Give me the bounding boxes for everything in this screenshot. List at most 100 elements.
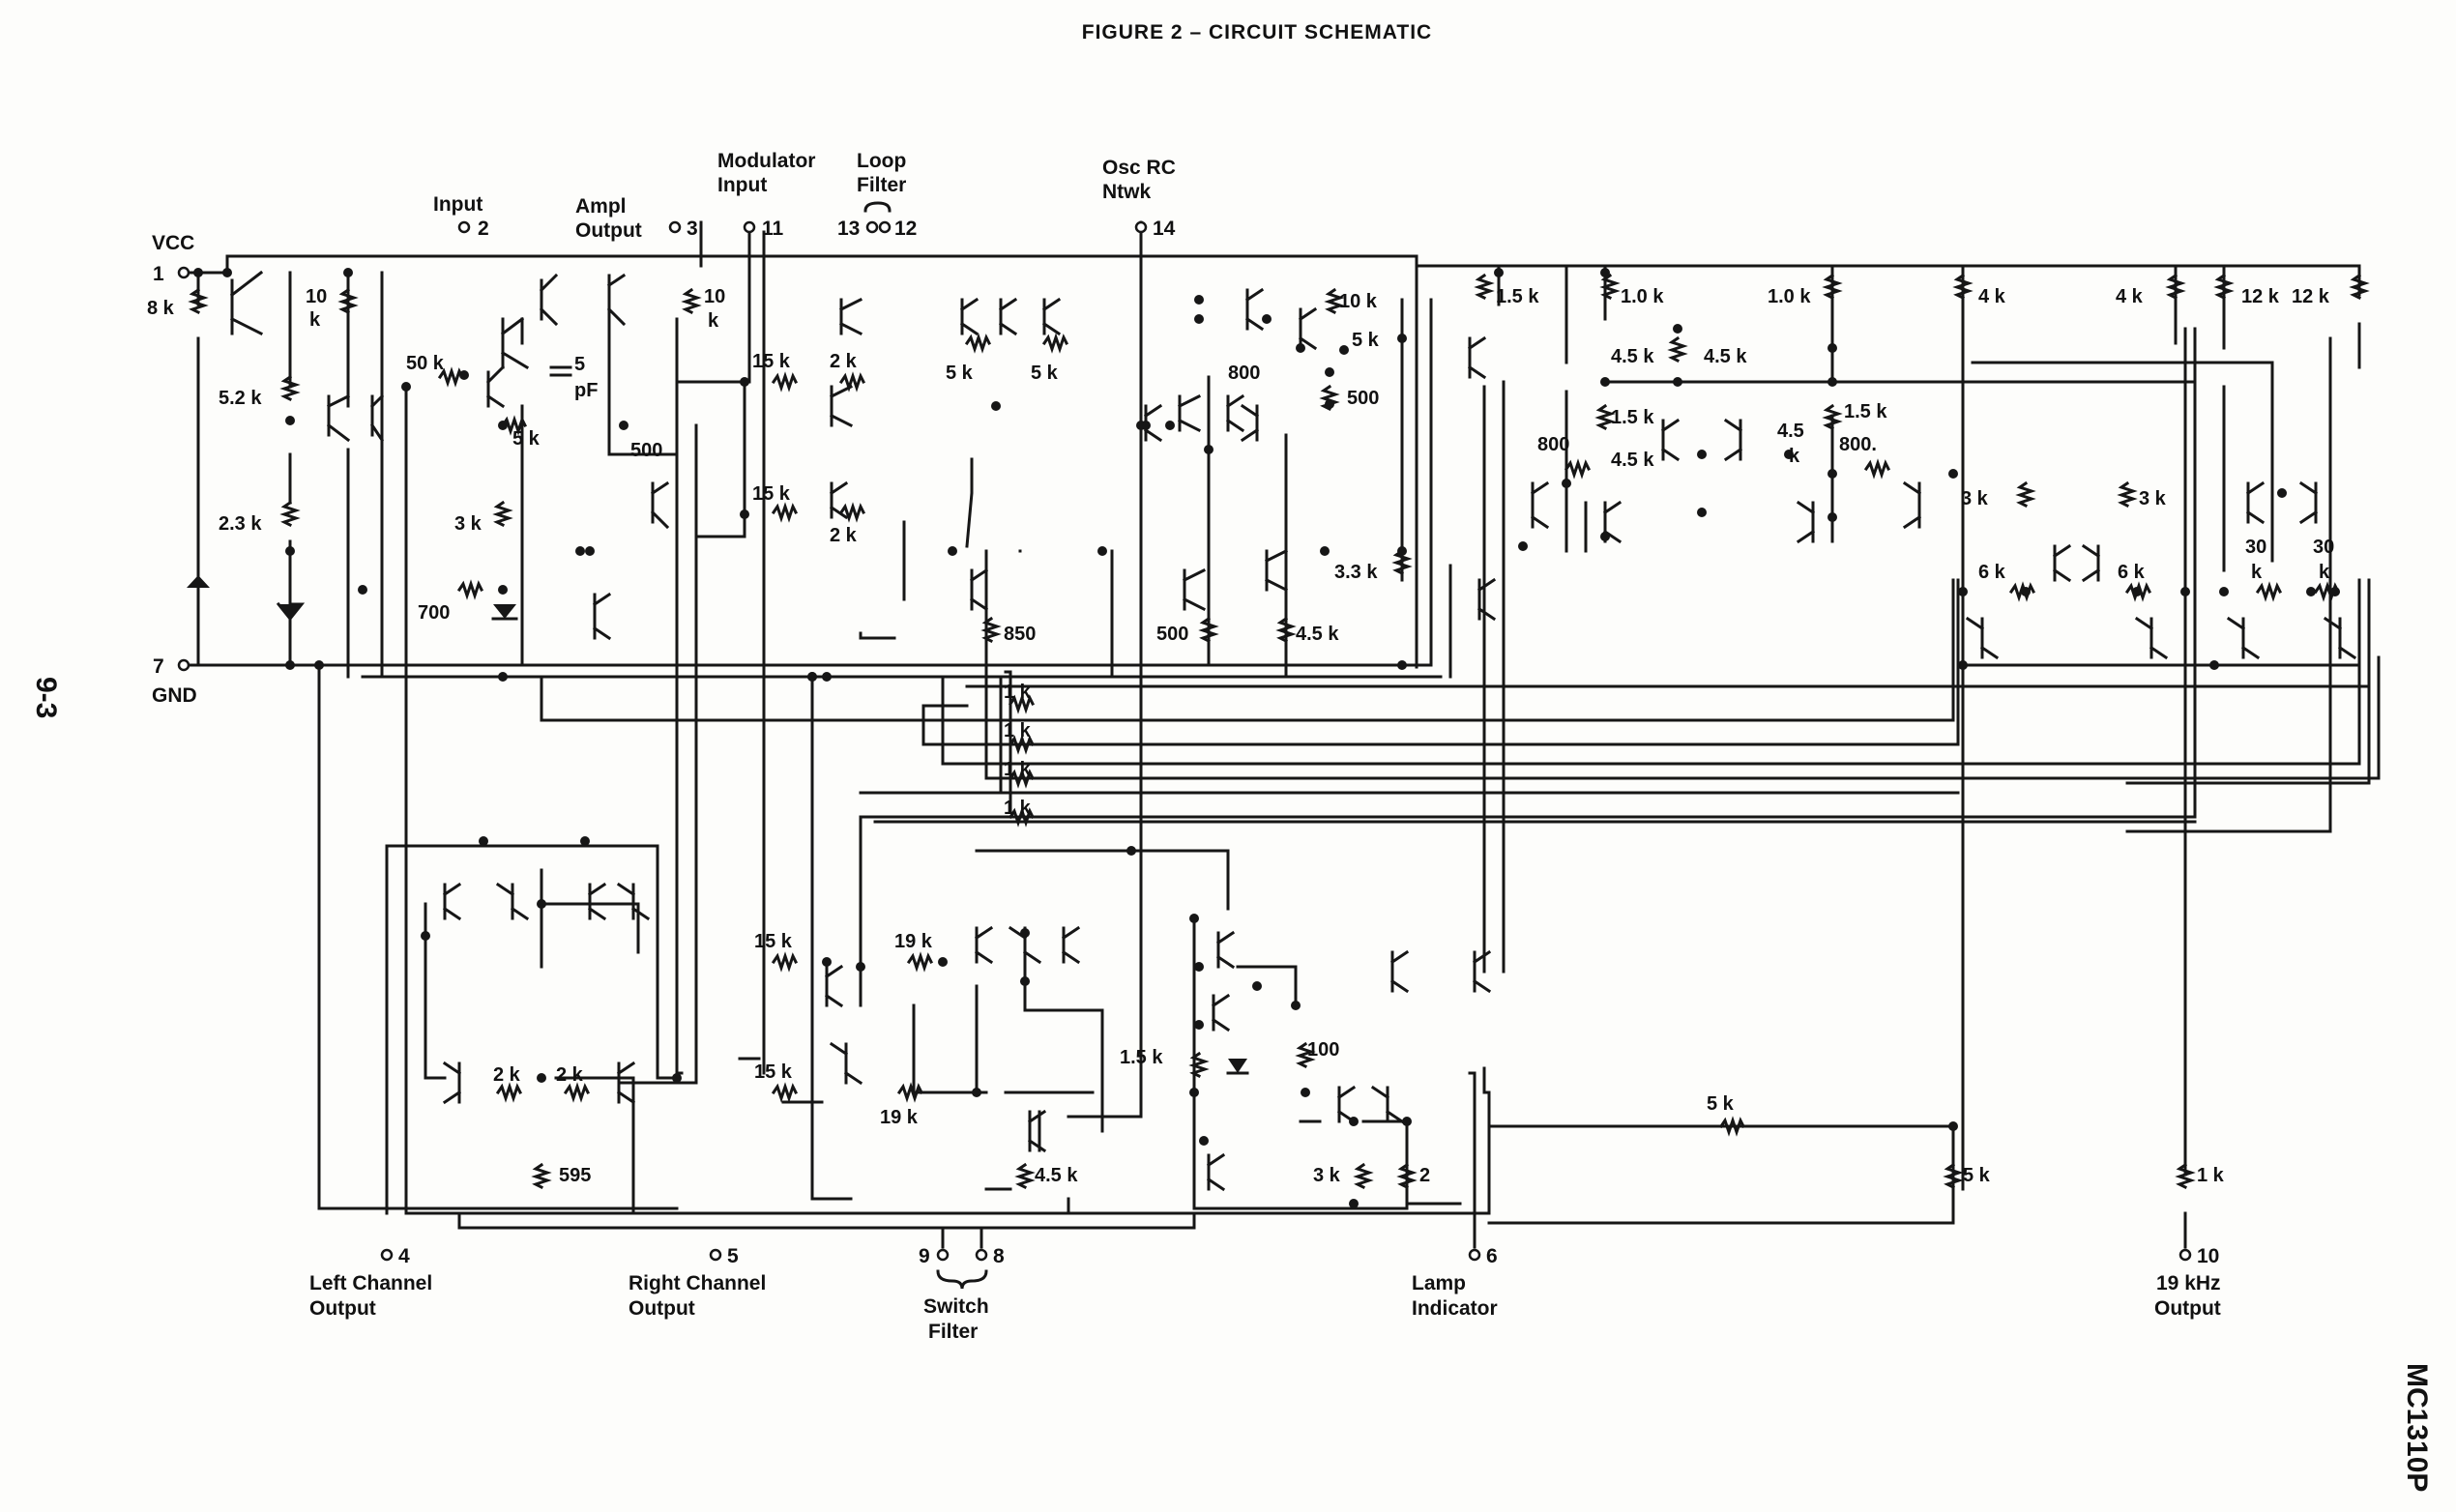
resistor-label: 595 (559, 1165, 591, 1186)
resistor-label: 5.2 k (219, 388, 262, 409)
resistor-label: 15 k (752, 351, 791, 372)
resistor-label: 19 k (894, 931, 933, 952)
pin-labels: VCC 1 7 GND Input 2 Ampl Output 3 Modula… (152, 150, 2221, 1343)
resistor-label: 4.5 (1777, 421, 1804, 442)
resistor-label: 100 (1307, 1039, 1339, 1061)
modulator-input-pin-number: 11 (762, 218, 784, 240)
ampl-output-label-1: Ampl (575, 195, 627, 218)
gnd-pin-number: 7 (153, 655, 164, 678)
out-19khz-pin-number: 10 (2197, 1245, 2219, 1267)
resistor-label: 1 k (1004, 720, 1032, 741)
osc-rc-label-1: Osc RC (1102, 157, 1176, 179)
ampl-output-label-2: Output (575, 219, 642, 242)
resistor-label: 4.5 k (1611, 450, 1654, 471)
resistor-label: 5 k (1031, 363, 1059, 384)
resistor-label: 5 k (1707, 1093, 1735, 1115)
resistor-label: 1.5 k (1611, 407, 1654, 428)
left-channel-label-2: Output (309, 1297, 376, 1320)
resistor-label: 500 (1156, 624, 1188, 645)
resistor-label: k (708, 310, 719, 332)
resistor-label: 2 k (556, 1064, 584, 1086)
resistor-label: 1.5 k (1844, 401, 1887, 422)
resistor-label: 1.5 k (1120, 1047, 1163, 1068)
resistor-label: 800 (1537, 434, 1569, 455)
resistor-label: 5 k (1352, 330, 1380, 351)
resistor-label: 1 k (2197, 1165, 2225, 1186)
page-number: 9-3 (30, 677, 62, 718)
figure-title: FIGURE 2 – CIRCUIT SCHEMATIC (1082, 21, 1432, 44)
resistor-label: 50 k (406, 353, 445, 374)
resistor-label: 3.3 k (1334, 562, 1378, 583)
resistor-label: 500 (1347, 388, 1379, 409)
switch-filter-pin-9: 9 (919, 1245, 930, 1267)
resistor-label: 5 k (946, 363, 974, 384)
resistor-label: 8 k (147, 298, 175, 319)
pin-circles (177, 220, 2192, 1262)
resistor-label: 4.5 k (1035, 1165, 1078, 1186)
loop-filter-pin-13: 13 (837, 218, 860, 240)
resistor-label: 30 (2245, 537, 2266, 558)
resistor-label: 1 k (1004, 798, 1032, 819)
vcc-label: VCC (152, 232, 194, 254)
resistor-label: 5 k (1963, 1165, 1991, 1186)
resistor-label: 700 (418, 602, 450, 624)
resistor-label: 10 k (1339, 291, 1378, 312)
resistor-label: 19 k (880, 1107, 919, 1128)
resistor-symbols (188, 273, 2370, 1190)
resistor-label: 850 (1004, 624, 1036, 645)
resistor-label: 4 k (1978, 286, 2006, 307)
vcc-pin-number: 1 (153, 263, 164, 285)
resistor-label: 12 k (2292, 286, 2330, 307)
resistor-label: 15 k (754, 1061, 793, 1083)
transistor-symbols (229, 270, 2357, 1192)
resistor-label: 2 (1419, 1165, 1430, 1186)
loop-filter-label-2: Filter (857, 174, 906, 196)
resistor-label: 10 (704, 286, 725, 307)
resistor-label: 1 k (1004, 682, 1032, 703)
resistor-label: 4.5 k (1611, 346, 1654, 367)
resistor-label: 1.0 k (1768, 286, 1811, 307)
resistor-label: k (1789, 446, 1800, 467)
junction-dots (193, 268, 2340, 1208)
left-channel-label-1: Left Channel (309, 1272, 432, 1294)
resistor-label: k (2251, 562, 2263, 583)
part-number: MC1310P (2401, 1363, 2433, 1492)
input-pin-number: 2 (478, 218, 489, 240)
component-labels: 8 k 10 k 5.2 k 2.3 k 50 k 5 k 3 k 700 50… (147, 286, 2334, 1186)
loop-filter-pin-12: 12 (894, 218, 917, 240)
out-19khz-label-2: Output (2154, 1297, 2221, 1320)
right-channel-label-2: Output (629, 1297, 695, 1320)
resistor-label: 10 (306, 286, 327, 307)
resistor-label: 2 k (830, 525, 858, 546)
diode-symbols (187, 365, 1249, 1075)
resistor-label: 3 k (1313, 1165, 1341, 1186)
input-label: Input (433, 193, 482, 216)
osc-rc-label-2: Ntwk (1102, 181, 1151, 203)
resistor-label: 1.0 k (1621, 286, 1664, 307)
resistor-label: 1 k (1004, 759, 1032, 780)
lamp-pin-number: 6 (1486, 1245, 1498, 1267)
resistor-label: 30 (2313, 537, 2334, 558)
resistor-label: 4.5 k (1704, 346, 1747, 367)
osc-rc-pin-number: 14 (1153, 218, 1176, 240)
left-channel-pin-number: 4 (398, 1245, 410, 1267)
switch-filter-label-2: Filter (928, 1321, 978, 1343)
right-channel-pin-number: 5 (727, 1245, 739, 1267)
resistor-label: 800 (1228, 363, 1260, 384)
resistor-label: k (2319, 562, 2330, 583)
resistor-label: 4.5 k (1296, 624, 1339, 645)
resistor-label: 3 k (1961, 488, 1989, 509)
ampl-output-pin-number: 3 (687, 218, 698, 240)
resistor-label: 5 k (512, 428, 541, 450)
resistor-label: 6 k (1978, 562, 2006, 583)
resistor-label: 12 k (2241, 286, 2280, 307)
resistor-label: 2 k (830, 351, 858, 372)
gnd-label: GND (152, 684, 197, 707)
resistor-label: 6 k (2118, 562, 2146, 583)
loop-filter-label-1: Loop (857, 150, 906, 172)
resistor-label: k (309, 309, 321, 331)
resistor-label: 3 k (2139, 488, 2167, 509)
out-19khz-label-1: 19 kHz (2156, 1272, 2221, 1294)
